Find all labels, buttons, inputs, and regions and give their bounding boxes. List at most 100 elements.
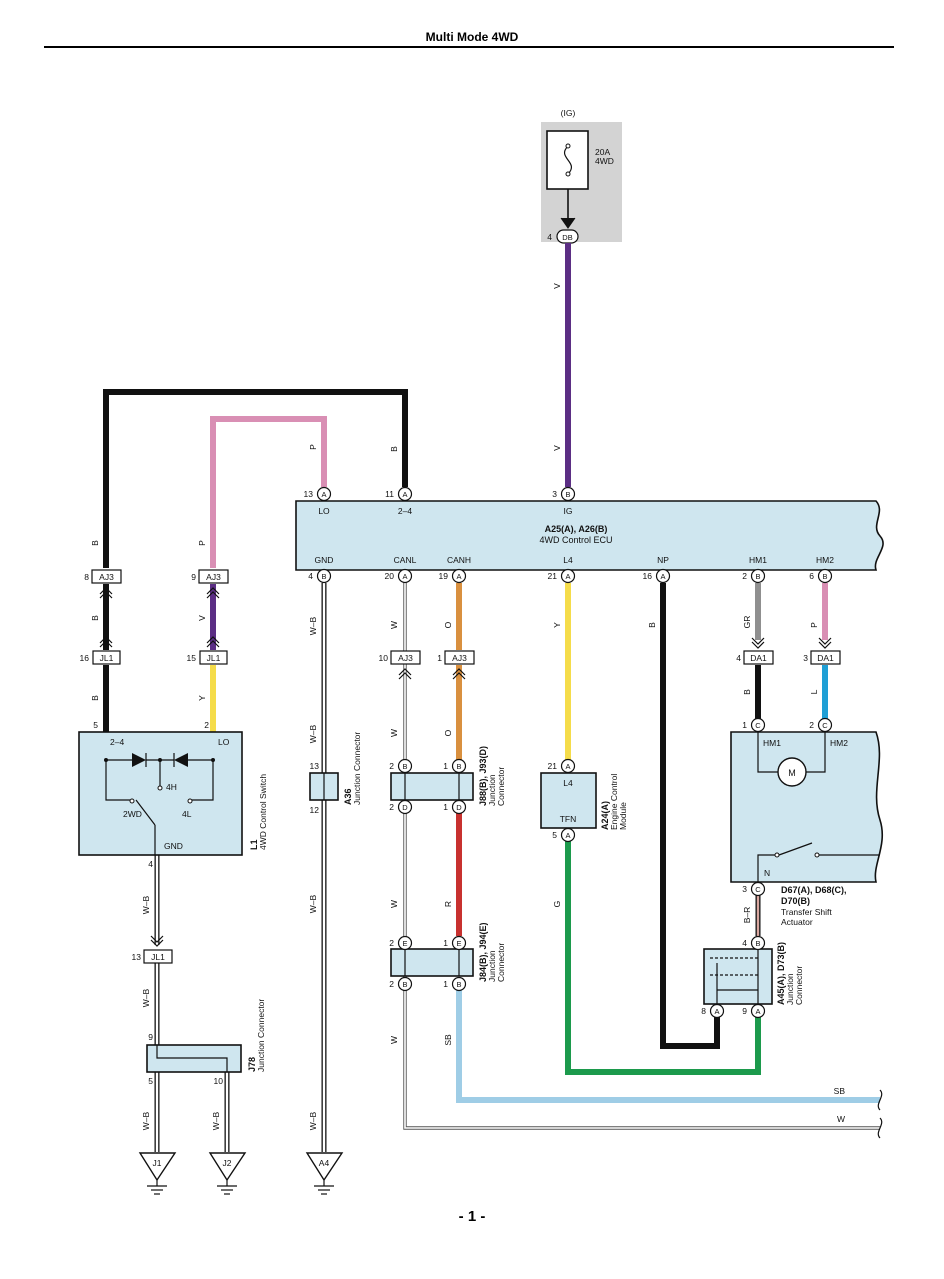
- svg-text:2: 2: [389, 802, 394, 812]
- connector-arrow-icon: [818, 637, 832, 649]
- svg-text:3: 3: [742, 884, 747, 894]
- wire-b-loop: [103, 389, 408, 568]
- ground-a4: A4: [305, 1152, 344, 1195]
- actuator-body: [730, 731, 884, 883]
- svg-text:5: 5: [552, 830, 557, 840]
- svg-text:A: A: [714, 1007, 719, 1016]
- svg-text:A: A: [321, 490, 326, 499]
- label-gr-hm1: GR: [742, 616, 752, 629]
- j84-pin-top-left: 2 E: [389, 935, 413, 951]
- ecu-id: A25(A), A26(B): [545, 524, 608, 534]
- switch-contact-icon: [135, 799, 156, 826]
- page-number: - 1 -: [458, 1208, 486, 1225]
- connector-arrow-icon: [206, 587, 220, 599]
- ecu-pin-ig: 3 B IG: [552, 486, 576, 516]
- j88-id: J88(B), J93(D): [478, 746, 488, 806]
- j88-pin-bottom-right: 1 D: [443, 799, 467, 815]
- svg-text:D: D: [456, 803, 462, 812]
- j88-pin-bottom-left: 2 D: [389, 799, 413, 815]
- page-title: Multi Mode 4WD: [425, 30, 519, 44]
- label-br-n: B–R: [742, 907, 752, 924]
- svg-text:8: 8: [701, 1006, 706, 1016]
- svg-text:1: 1: [443, 761, 448, 771]
- svg-text:1: 1: [742, 720, 747, 730]
- engine-module-name-1: Engine Control: [609, 774, 619, 830]
- svg-text:C: C: [822, 721, 828, 730]
- svg-text:2: 2: [389, 761, 394, 771]
- svg-text:B: B: [321, 572, 326, 581]
- svg-text:N: N: [764, 868, 770, 878]
- svg-text:A: A: [660, 572, 665, 581]
- svg-text:HM2: HM2: [816, 555, 834, 565]
- inline-connectors: 8 AJ3 9 AJ3 16 JL1 15 JL1 10: [80, 569, 841, 964]
- j78-id: J78: [247, 1057, 257, 1072]
- svg-text:D: D: [402, 803, 408, 812]
- actuator-pin-hm2: 2 C HM2: [809, 717, 848, 748]
- svg-text:C: C: [755, 721, 761, 730]
- svg-text:13: 13: [310, 761, 320, 771]
- svg-text:AJ3: AJ3: [398, 653, 413, 663]
- label-sb-right: SB: [834, 1086, 846, 1096]
- label-v-left: V: [197, 615, 207, 621]
- svg-text:LO: LO: [218, 737, 230, 747]
- j88-pin-top-left: 2 B: [389, 758, 413, 774]
- svg-text:4: 4: [736, 653, 741, 663]
- j84-name-1: Junction: [487, 950, 497, 982]
- svg-text:B: B: [755, 939, 760, 948]
- fuse-arrow-icon: [560, 217, 576, 229]
- actuator-name-2: Actuator: [781, 917, 813, 927]
- engine-control-module: 21 A L4 TFN 5 A A24(A) Engine Control Mo…: [540, 758, 628, 843]
- continuation-mark-w: [877, 1117, 883, 1139]
- title-rule: [44, 46, 894, 48]
- engine-pin-tfn: TFN 5 A: [552, 814, 577, 843]
- ecu-pin-l4: L4 21 A: [548, 555, 576, 584]
- svg-text:13: 13: [304, 489, 314, 499]
- switch-schematic: 4H 2WD 4L GND: [104, 753, 215, 855]
- a45-name-2: Connector: [794, 966, 804, 1005]
- junction-j78: 9 5 10 J78 Junction Connector: [146, 999, 266, 1086]
- svg-text:J2: J2: [223, 1158, 232, 1168]
- label-w-canl-1: W: [389, 621, 399, 629]
- j88-name-1: Junction: [487, 774, 497, 806]
- svg-text:B: B: [755, 572, 760, 581]
- label-o-canh-1: O: [443, 621, 453, 628]
- connector-aj3-canh: 1 AJ3: [437, 650, 475, 680]
- wire-p-loop: [210, 416, 327, 568]
- motor-icon: [777, 757, 807, 787]
- svg-text:JL1: JL1: [151, 952, 165, 962]
- svg-text:B: B: [822, 572, 827, 581]
- svg-text:AJ3: AJ3: [452, 653, 467, 663]
- svg-text:4L: 4L: [182, 809, 192, 819]
- svg-text:2WD: 2WD: [123, 809, 142, 819]
- svg-text:A: A: [755, 1007, 760, 1016]
- switch-4wd-control: 5 2 2–4 LO 4H 2WD 4L GND: [78, 720, 268, 869]
- ecu-pin-gnd: GND 4 B: [308, 555, 333, 584]
- ecu-pin-lo: 13 A LO: [304, 486, 332, 516]
- svg-text:16: 16: [643, 571, 653, 581]
- label-y-l4: Y: [552, 622, 562, 628]
- svg-text:TFN: TFN: [560, 814, 577, 824]
- svg-text:AJ3: AJ3: [99, 572, 114, 582]
- actuator-id: D67(A), D68(C),: [781, 885, 847, 895]
- svg-text:4H: 4H: [166, 782, 177, 792]
- label-w-canl-3: W: [389, 900, 399, 908]
- svg-text:3: 3: [803, 653, 808, 663]
- svg-text:IG: IG: [564, 506, 573, 516]
- junction-a36: 13 12 A36 Junction Connector: [309, 732, 362, 815]
- j84-name-2: Connector: [496, 943, 506, 982]
- label-w-right: W: [837, 1114, 845, 1124]
- svg-text:1: 1: [437, 653, 442, 663]
- a36-name: Junction Connector: [352, 732, 362, 805]
- svg-text:A: A: [565, 762, 570, 771]
- svg-text:LO: LO: [318, 506, 330, 516]
- connector-da1-hm1: 4 DA1: [736, 637, 774, 665]
- ecu-pin-canh: CANH 19 A: [439, 555, 471, 584]
- motor-label: M: [788, 768, 796, 778]
- svg-text:AJ3: AJ3: [206, 572, 221, 582]
- label-wb-gnd-2: W–B: [308, 724, 318, 743]
- wire-wb-switch: [154, 855, 230, 1152]
- switch-body: [78, 731, 243, 856]
- svg-text:HM2: HM2: [830, 738, 848, 748]
- ecu-pin-hm1: HM1 2 B: [742, 555, 767, 584]
- svg-text:1: 1: [443, 979, 448, 989]
